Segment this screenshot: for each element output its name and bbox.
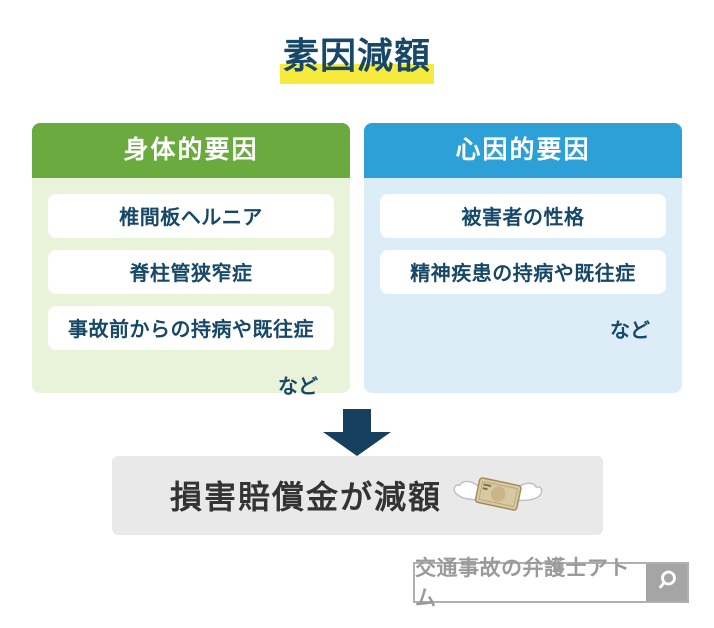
money-with-wings-icon: [452, 469, 544, 522]
search-button[interactable]: [646, 563, 687, 601]
search-input[interactable]: 交通事故の弁護士アトム: [415, 557, 630, 611]
physical-factors-column: 身体的要因 椎間板ヘルニア 脊柱管狭窄症 事故前からの持病や既往症 など: [32, 122, 350, 398]
list-item: 脊柱管狭窄症: [48, 249, 334, 294]
psychological-factors-header: 心因的要因: [364, 122, 682, 178]
list-item: 被害者の性格: [380, 193, 666, 238]
list-item: 精神疾患の持病や既往症: [380, 249, 666, 294]
magnifier-icon: [655, 569, 679, 596]
etc-label: など: [278, 375, 318, 398]
result-text: 損害賠償金が減額: [169, 479, 442, 516]
etc-label: など: [610, 319, 650, 342]
list-item: 事故前からの持病や既往症: [48, 305, 334, 350]
page-title: 素因減額: [0, 34, 714, 84]
psychological-factors-body: 被害者の性格 精神疾患の持病や既往症 など: [364, 177, 682, 393]
down-arrow-icon: [0, 408, 714, 456]
physical-factors-body: 椎間板ヘルニア 脊柱管狭窄症 事故前からの持病や既往症 など: [32, 177, 350, 398]
brand-search-row: 交通事故の弁護士アトム: [0, 557, 689, 611]
factor-columns: 身体的要因 椎間板ヘルニア 脊柱管狭窄症 事故前からの持病や既往症 など 心因的…: [0, 122, 714, 398]
page-title-text: 素因減額: [279, 34, 434, 84]
result-box: 損害賠償金が減額: [111, 455, 603, 535]
psychological-factors-column: 心因的要因 被害者の性格 精神疾患の持病や既往症 など: [364, 122, 682, 393]
list-item: 椎間板ヘルニア: [48, 193, 334, 238]
physical-factors-header: 身体的要因: [32, 122, 350, 178]
search-box[interactable]: 交通事故の弁護士アトム: [413, 557, 689, 611]
